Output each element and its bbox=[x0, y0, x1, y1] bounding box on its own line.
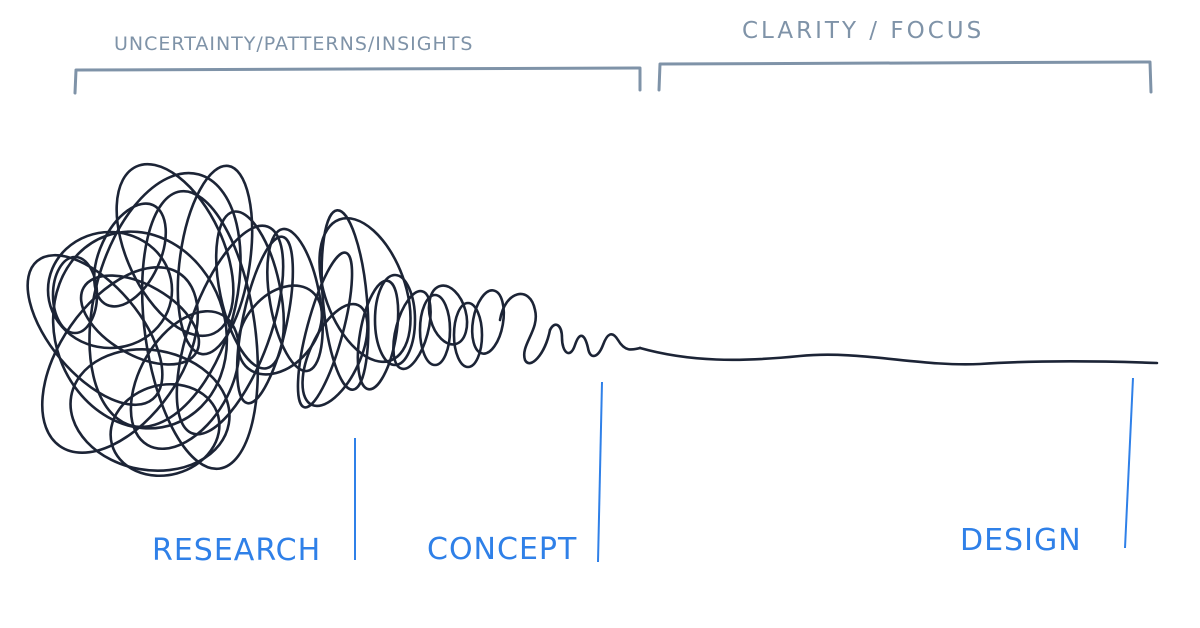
phase-design-label: DESIGN bbox=[960, 523, 1082, 558]
phase-research-label: RESEARCH bbox=[152, 533, 322, 568]
clarity-label: CLARITY / FOCUS bbox=[742, 18, 985, 44]
phase-concept-label: CONCEPT bbox=[427, 532, 578, 567]
design-divider bbox=[1124, 377, 1134, 549]
uncertainty-bracket bbox=[73, 66, 642, 95]
design-squiggle bbox=[26, 162, 1159, 478]
concept-divider bbox=[597, 381, 603, 563]
clarity-bracket bbox=[657, 60, 1153, 94]
uncertainty-label: UNCERTAINTY/PATTERNS/INSIGHTS bbox=[114, 33, 474, 55]
